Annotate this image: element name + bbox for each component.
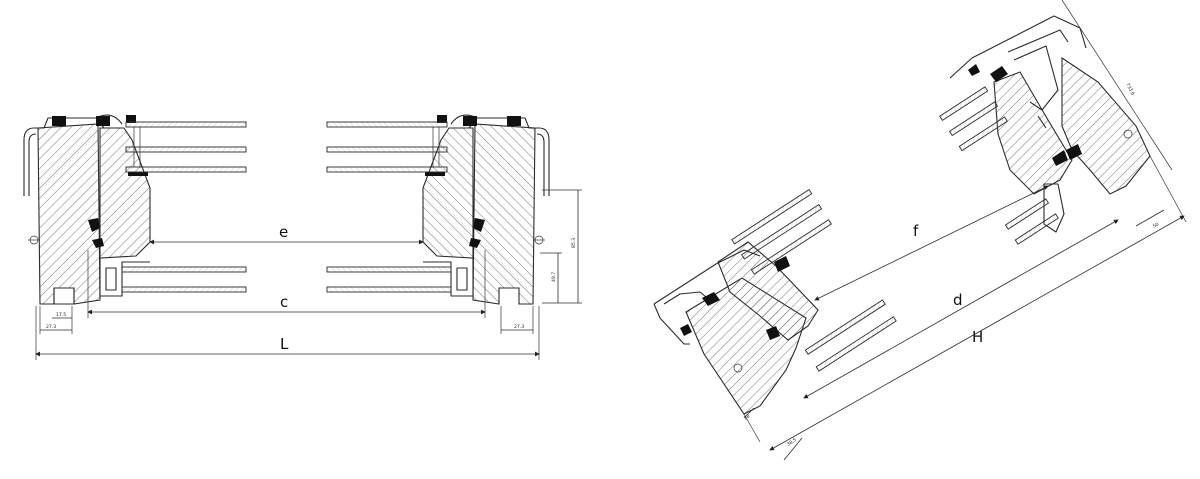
svg-text:733.6: 733.6 <box>1124 82 1136 96</box>
svg-text:49.7: 49.7 <box>551 272 557 282</box>
upper-frame <box>1061 56 1151 195</box>
dimension-d <box>803 219 1119 399</box>
left-top-glazing <box>125 121 247 173</box>
left-outer-frame <box>37 123 101 305</box>
left-bottom-glazing <box>121 266 247 293</box>
label-f: f <box>913 222 919 240</box>
right-cladding <box>468 117 550 196</box>
svg-text:85.3: 85.3 <box>571 238 577 248</box>
horizontal-section: e c L 27.3 17.5 27.3 85.3 49.7 <box>23 114 582 360</box>
label-L: L <box>280 335 289 353</box>
left-cladding <box>23 117 105 196</box>
dimension-f <box>814 185 1049 301</box>
label-H: H <box>972 328 983 346</box>
rotated-section: f d H 733.6 50 38.5 18 <box>653 0 1187 461</box>
svg-text:17.5: 17.5 <box>56 312 66 318</box>
svg-text:50: 50 <box>1152 222 1160 230</box>
svg-text:38.5: 38.5 <box>786 437 798 448</box>
right-sash <box>422 127 474 259</box>
label-c: c <box>280 293 288 311</box>
right-outer-frame <box>472 123 536 305</box>
label-e: e <box>279 223 288 241</box>
svg-text:27.3: 27.3 <box>46 324 56 330</box>
dimension-H <box>769 215 1185 451</box>
left-sash <box>99 127 151 259</box>
upper-sash <box>993 71 1073 195</box>
upper-glazing <box>939 86 1008 152</box>
svg-text:18: 18 <box>743 413 751 421</box>
svg-text:27.3: 27.3 <box>514 324 524 330</box>
label-d: d <box>953 291 963 309</box>
